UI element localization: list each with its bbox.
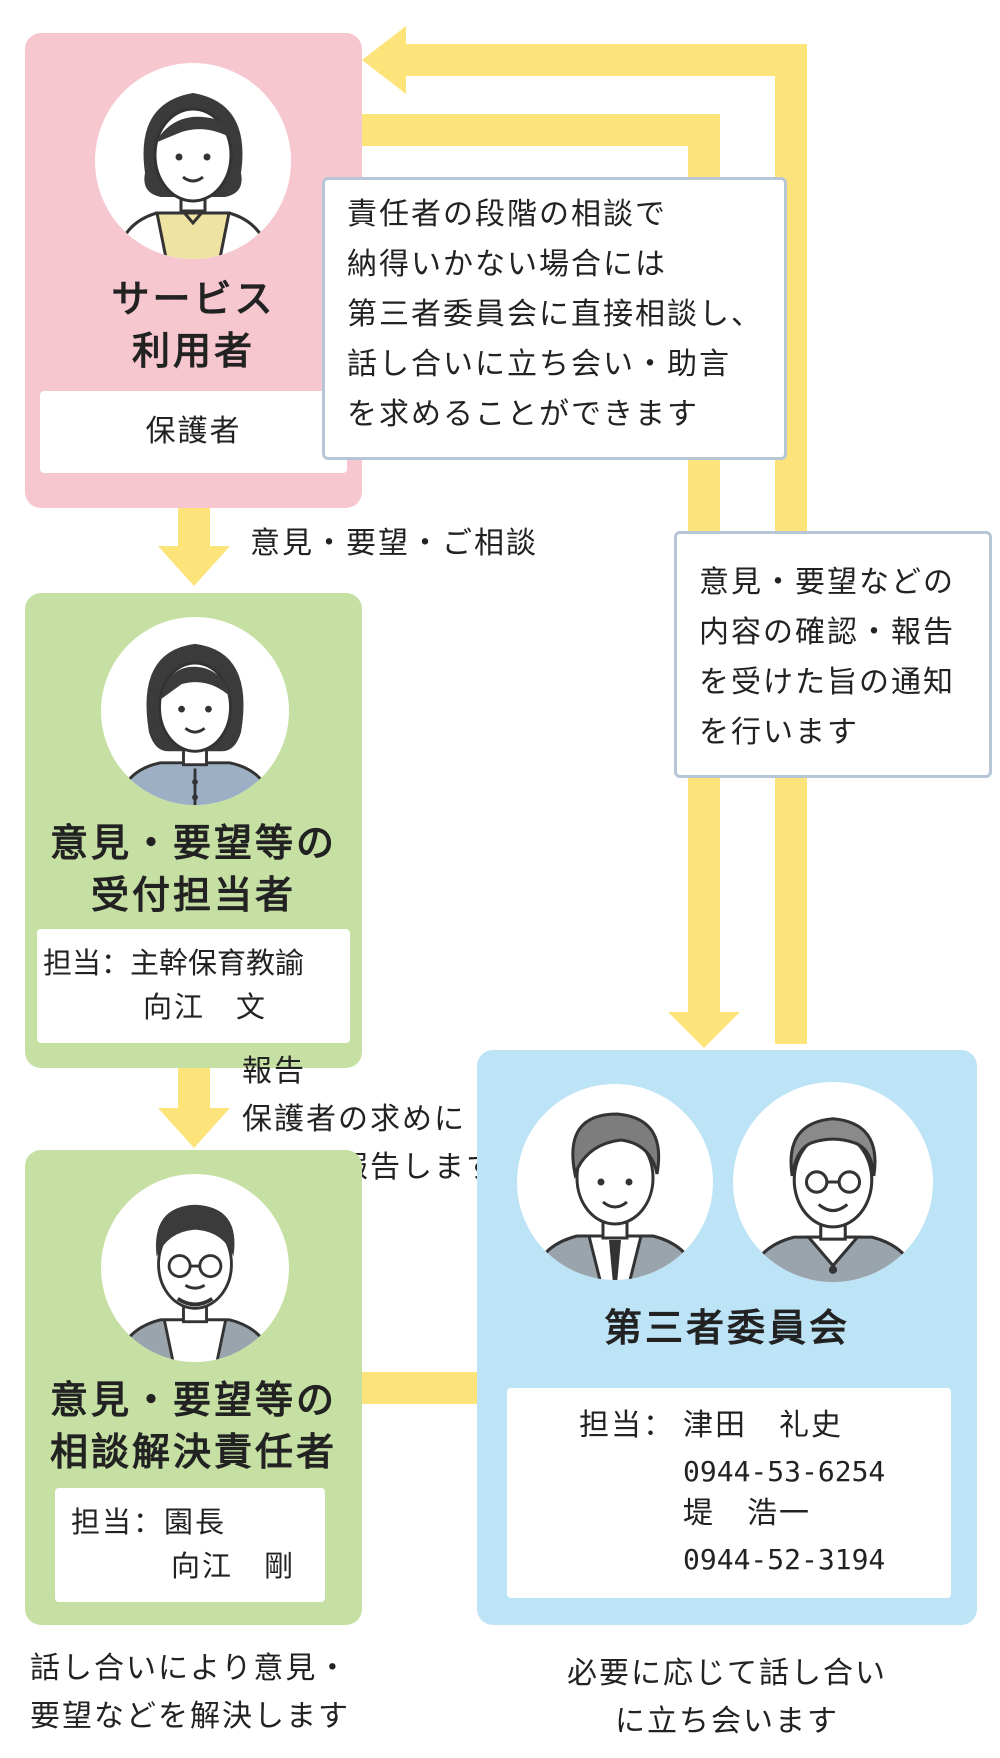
committee-phone2: 0944-52-3194 [683, 1543, 886, 1576]
responsible-box: 意見・要望等の 相談解決責任者 担当：園長 向江 剛 [25, 1150, 362, 1625]
committee-person2: 堤 浩一 [683, 1496, 811, 1531]
user-title: サービス 利用者 [25, 273, 362, 377]
responsible-title-line1: 意見・要望等の [49, 1378, 337, 1422]
older-man-avatar-icon [733, 1082, 933, 1282]
consult-note-line: 第三者委員会に直接相談し、 [347, 297, 763, 332]
reception-card: 担当：主幹保育教諭 向江 文 [37, 929, 350, 1043]
arrow-left-icon [362, 26, 406, 94]
reception-box: 意見・要望等の 受付担当者 担当：主幹保育教諭 向江 文 [25, 593, 362, 1068]
committee-phone1: 0944-53-6254 [683, 1455, 886, 1488]
service-user-box: サービス 利用者 保護者 [25, 33, 362, 508]
responsible-card-line2: 向江 剛 [171, 1549, 296, 1583]
confirm-note-line: 内容の確認・報告 [699, 615, 955, 650]
arrow1-shaft [178, 508, 210, 548]
committee-title: 第三者委員会 [603, 1306, 850, 1350]
responsible-title-line2: 相談解決責任者 [49, 1430, 337, 1474]
woman-avatar-icon [95, 63, 291, 259]
man-glasses-avatar-icon [101, 1174, 289, 1362]
loop-outer-horizontal [400, 44, 807, 76]
committee-card-label: 担当： [579, 1408, 675, 1443]
footer-right-line1: 必要に応じて話し合い [567, 1656, 887, 1691]
reception-title: 意見・要望等の 受付担当者 [25, 817, 362, 921]
responsible-card-line1: 担当：園長 [71, 1505, 227, 1539]
arrow2-shaft [178, 1068, 210, 1112]
report-label-line1: 報告 [242, 1054, 306, 1089]
confirm-note-line: を行います [699, 715, 859, 750]
reception-card-line1: 担当：主幹保育教諭 [43, 946, 305, 980]
reception-title-line2: 受付担当者 [90, 873, 296, 917]
confirm-note: 意見・要望などの 内容の確認・報告 を受けた旨の通知 を行います [674, 531, 992, 778]
man-suit-avatar-icon [517, 1084, 713, 1280]
arrow-down-icon [158, 1108, 230, 1148]
consult-note-line: を求めることができます [347, 397, 699, 432]
responsible-card: 担当：園長 向江 剛 [55, 1488, 325, 1602]
committee-card: 担当： 津田 礼史 0944-53-6254 堤 浩一 0944-52-3194 [507, 1388, 951, 1598]
reception-card-line2: 向江 文 [143, 990, 268, 1024]
confirm-note-line: を受けた旨の通知 [699, 665, 955, 700]
report-label-line2: 保護者の求めに [242, 1102, 466, 1137]
committee-box: 第三者委員会 担当： 津田 礼史 0944-53-6254 堤 浩一 0944-… [477, 1050, 977, 1625]
arrow-down-icon [158, 546, 230, 586]
consult-note: 責任者の段階の相談で 納得いかない場合には 第三者委員会に直接相談し、 話し合い… [322, 177, 787, 460]
arrow1-label: 意見・要望・ご相談 [250, 526, 538, 561]
footer-left-line1: 話し合いにより意見・ [30, 1651, 350, 1686]
consult-note-line: 責任者の段階の相談で [347, 197, 667, 232]
footer-left-line2: 要望などを解決します [30, 1699, 350, 1734]
user-title-line1: サービス [111, 277, 276, 321]
connector-horizontal [360, 1372, 480, 1404]
committee-person1: 津田 礼史 [683, 1408, 843, 1443]
woman-staff-avatar-icon [101, 617, 289, 805]
loop-inner-horizontal [360, 114, 720, 146]
user-card-text: 保護者 [145, 414, 242, 449]
arrow-down-icon [668, 1012, 740, 1048]
reception-title-line1: 意見・要望等の [49, 821, 337, 865]
confirm-note-line: 意見・要望などの [699, 565, 955, 600]
consult-note-line: 話し合いに立ち会い・助言 [347, 347, 731, 382]
consult-note-line: 納得いかない場合には [347, 247, 667, 282]
footer-right-line2: に立ち会います [615, 1704, 839, 1739]
user-card: 保護者 [40, 391, 347, 473]
user-title-line2: 利用者 [131, 329, 255, 373]
responsible-title: 意見・要望等の 相談解決責任者 [25, 1374, 362, 1478]
